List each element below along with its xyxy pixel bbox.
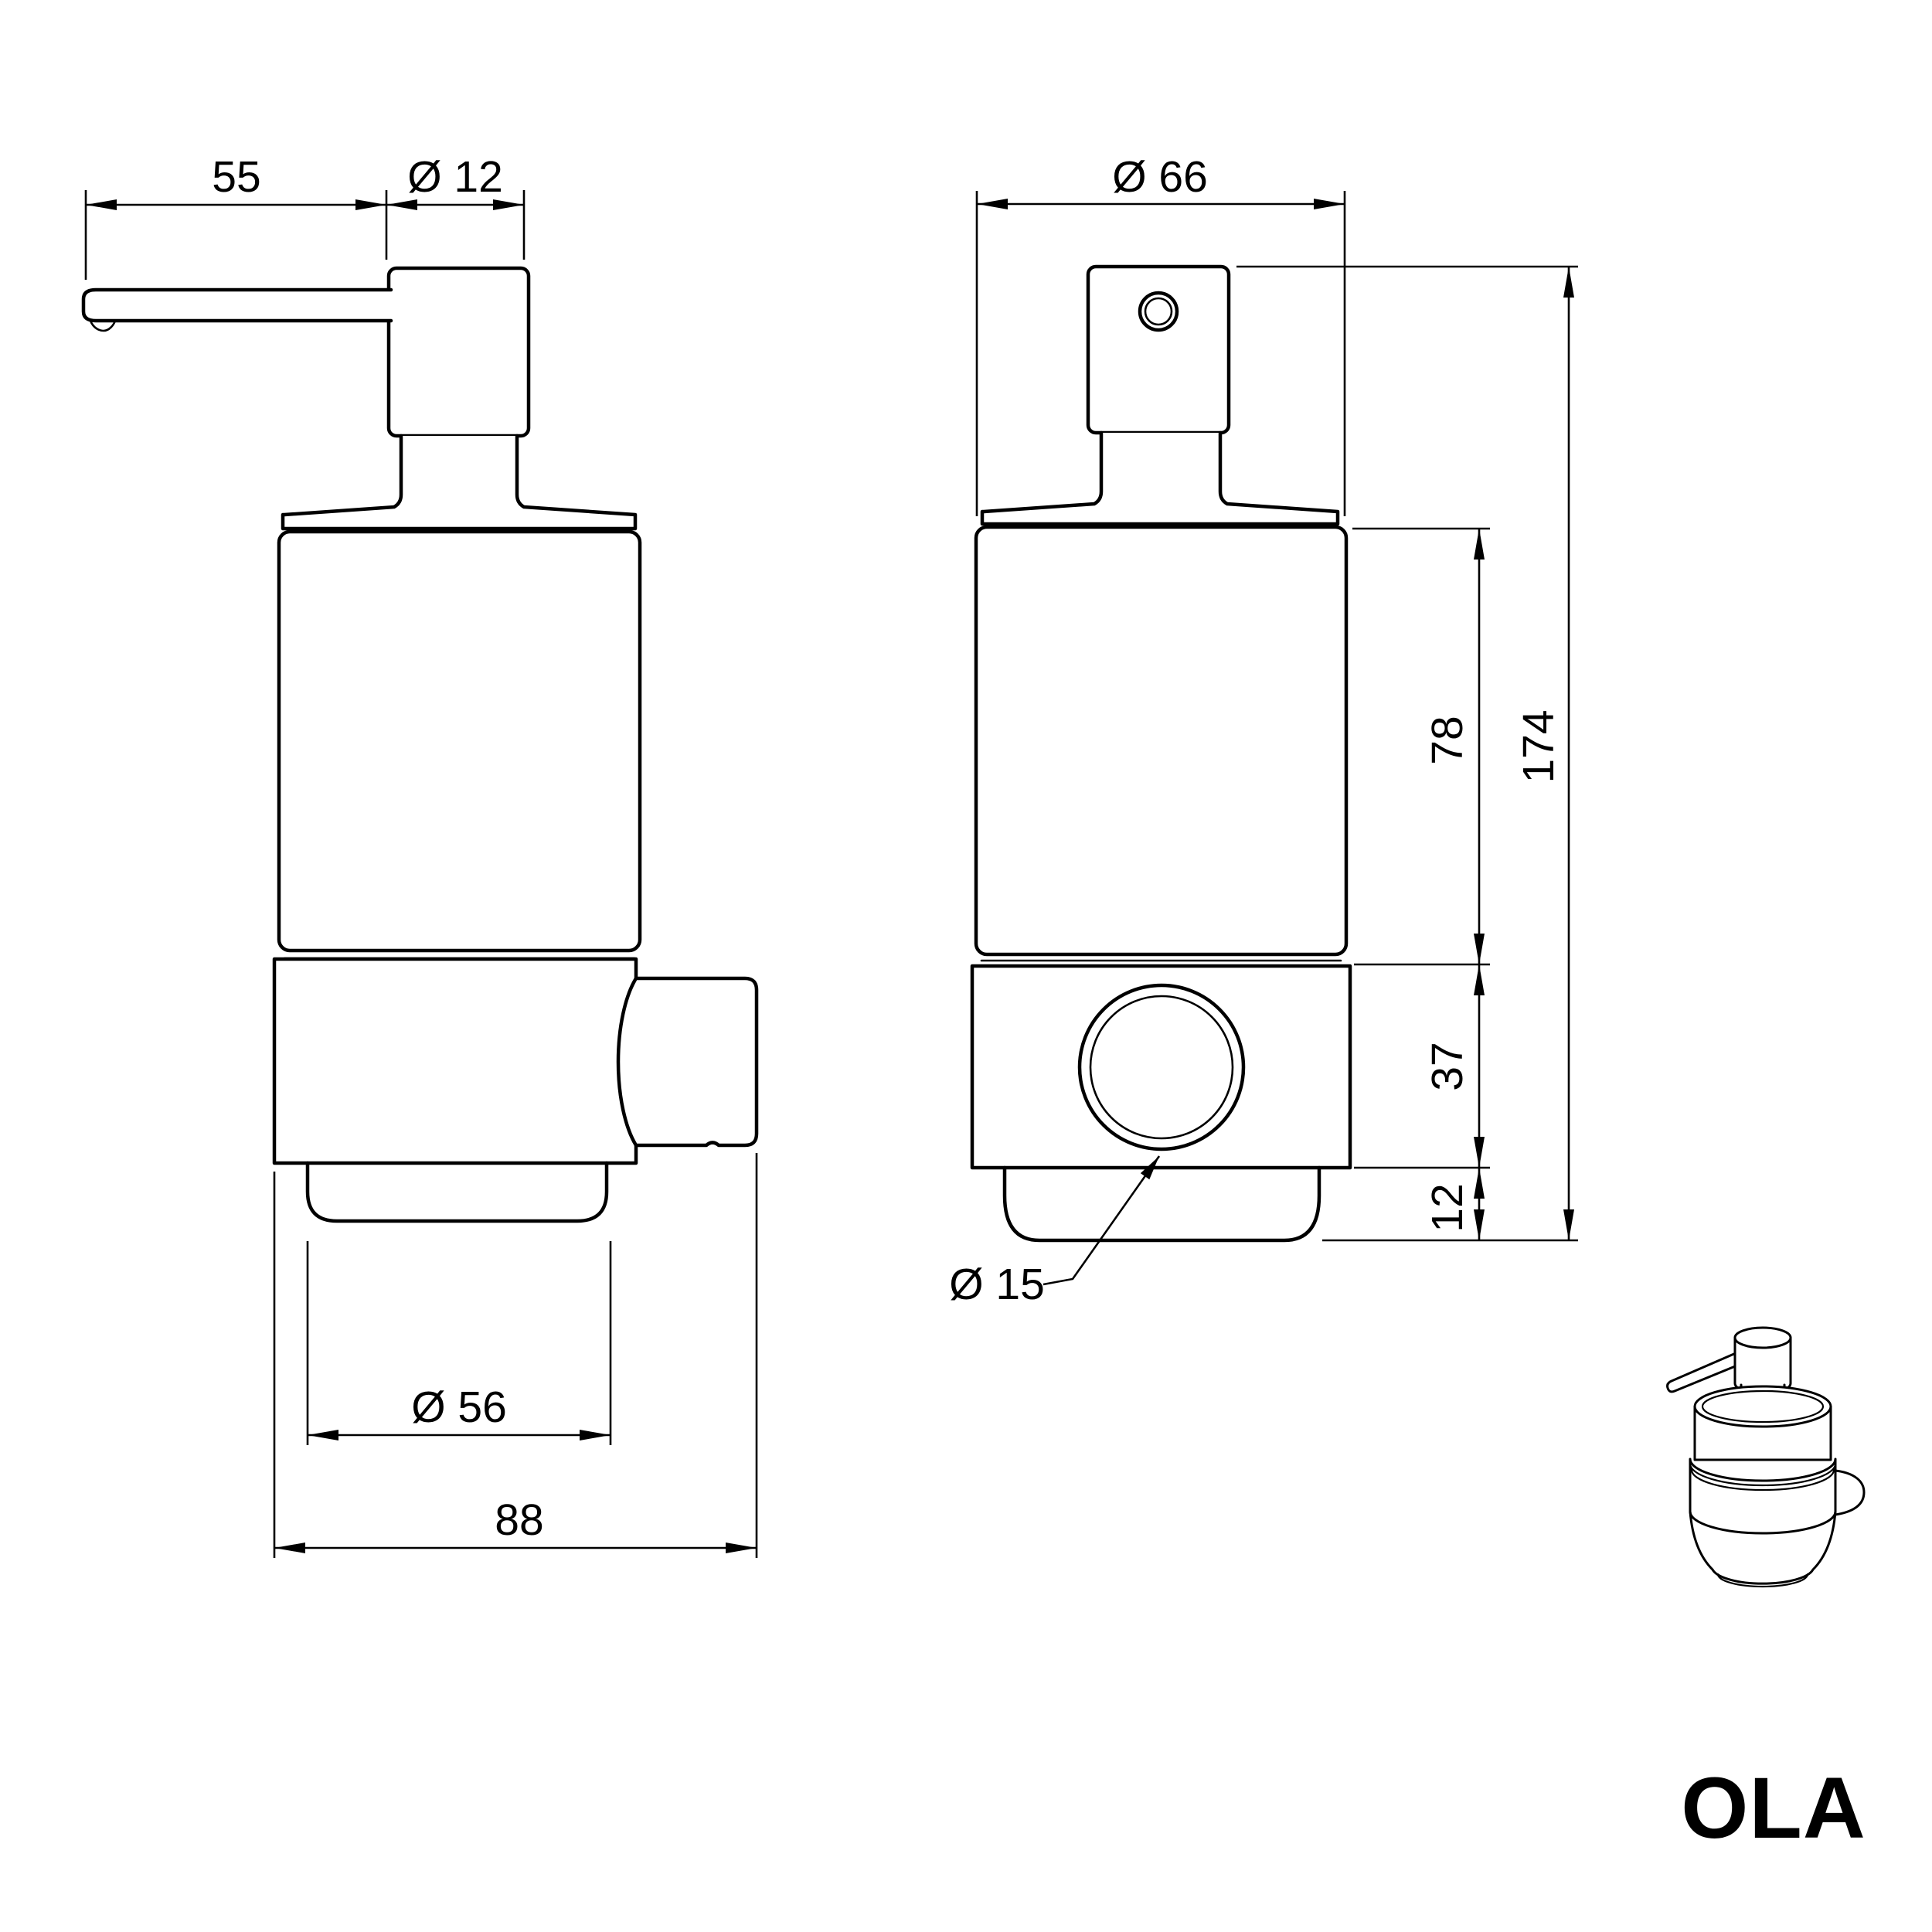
- side-glass-body: [277, 529, 642, 953]
- dimension-annotations: 55 Ø 12 Ø 66 174 78 37 12 Ø 15 Ø 56 88: [84, 152, 1578, 1558]
- dim-37-label: 37: [1423, 1042, 1472, 1090]
- front-view: [970, 264, 1352, 1243]
- side-spout-outlet: [89, 319, 117, 332]
- thumbnail-spout: [1666, 1352, 1740, 1393]
- dim-56dia-label: Ø 56: [411, 1383, 507, 1432]
- thumbnail-pump-head-top: [1733, 1326, 1792, 1349]
- thumbnail-wall-knob: [1834, 1469, 1866, 1516]
- dim-12dia-label: Ø 12: [407, 152, 503, 202]
- side-glass-base: [305, 1161, 609, 1223]
- front-glass-base: [1002, 1165, 1321, 1243]
- side-view: [81, 266, 759, 1223]
- dim-88-label: 88: [495, 1495, 543, 1545]
- thumbnail-base-rim: [1716, 1573, 1809, 1588]
- dim-55-label: 55: [212, 152, 260, 202]
- side-pump-head: [386, 266, 531, 438]
- thumbnail-holder-rim: [1689, 1462, 1837, 1487]
- front-spout-hole-inner: [1144, 297, 1173, 326]
- side-spout: [81, 287, 393, 323]
- dim-174-label: 174: [1514, 709, 1563, 783]
- thumbnail-glass-rim: [1693, 1385, 1832, 1428]
- dim-12-label: 12: [1423, 1183, 1472, 1232]
- dim-66dia-label: Ø 66: [1112, 152, 1208, 202]
- front-pump-neck: [980, 430, 1340, 526]
- dim-15dia-leader: [1043, 1155, 1161, 1286]
- thumbnail-holder-bottom: [1689, 1510, 1837, 1535]
- thumbnail-holder-rim2: [1690, 1468, 1835, 1492]
- front-wall-knob-inner: [1089, 995, 1234, 1140]
- thumbnail-glass-rim-inner: [1701, 1389, 1825, 1423]
- side-pump-neck: [281, 434, 638, 531]
- thumbnail-holder: [1689, 1458, 1837, 1585]
- front-wall-knob-outer: [1077, 983, 1246, 1151]
- front-spout-hole-outer: [1138, 291, 1179, 332]
- dim-78-label: 78: [1423, 716, 1472, 764]
- front-glass-body: [974, 525, 1349, 957]
- side-wall-holder: [272, 957, 638, 1165]
- thumbnail-view: [1666, 1326, 1866, 1588]
- dim-15dia-label: Ø 15: [949, 1260, 1045, 1309]
- brand-logo: OLA: [1681, 1760, 1866, 1856]
- side-wall-knob: [616, 976, 759, 1148]
